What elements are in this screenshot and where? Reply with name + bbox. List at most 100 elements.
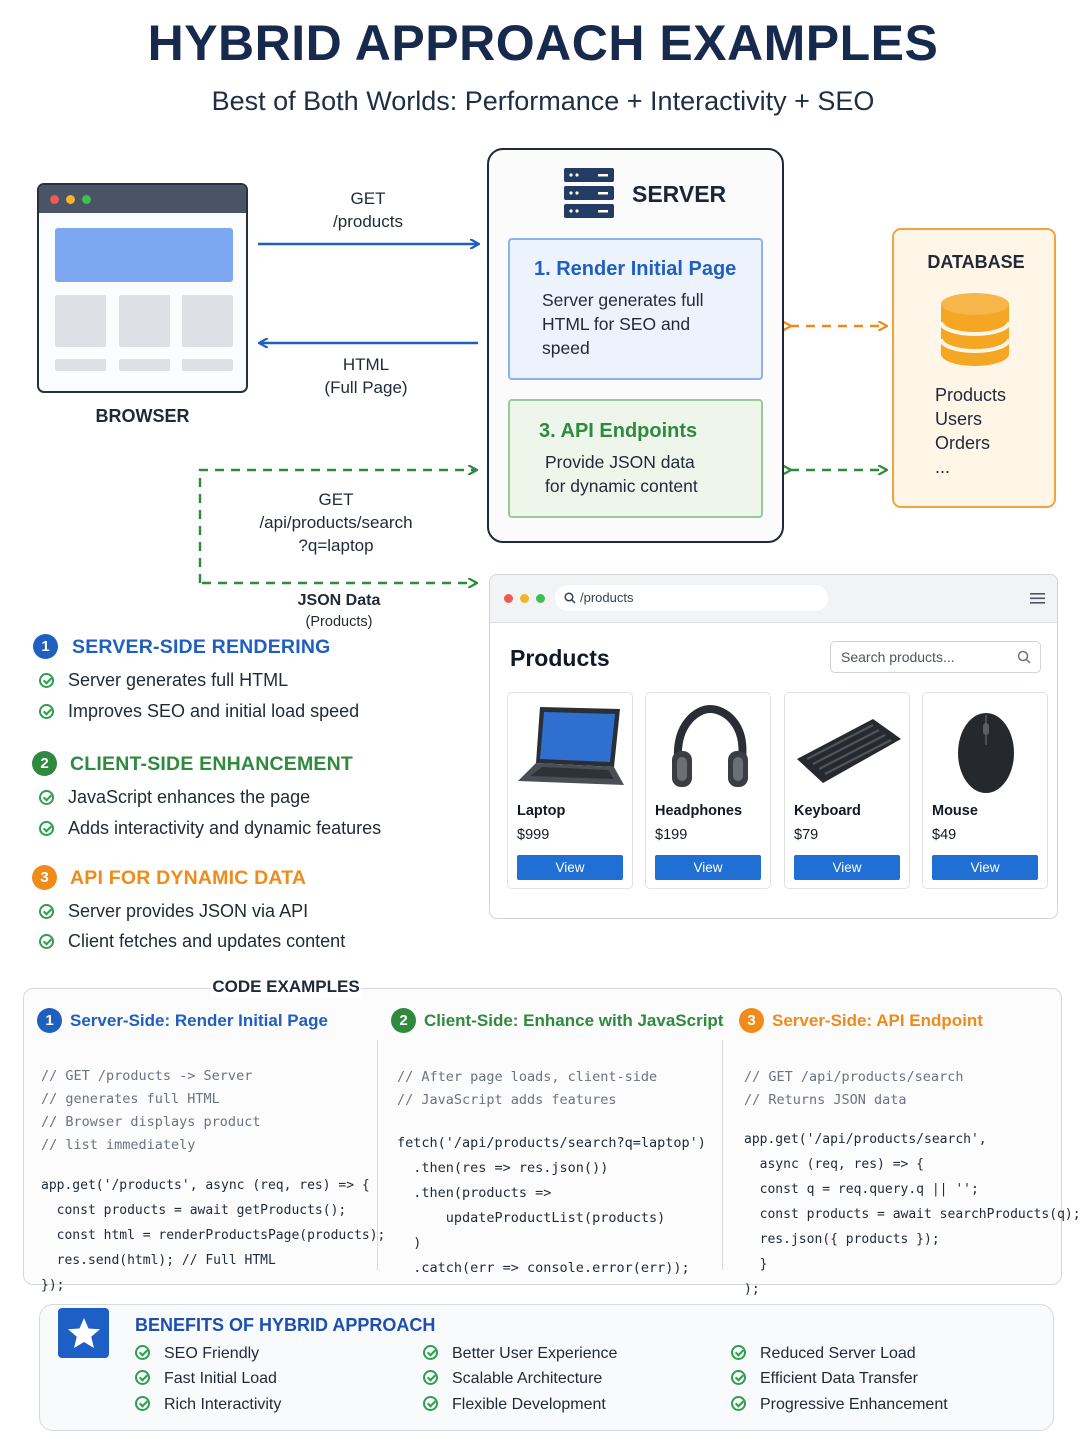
benefit-text: Fast Initial Load (164, 1370, 277, 1387)
section-1-badge: 1 (33, 634, 58, 659)
code-line: const q = req.query.q || ''; (744, 1182, 979, 1197)
code-divider (377, 1040, 378, 1270)
menu-icon[interactable] (1030, 592, 1046, 605)
server-title: SERVER (632, 181, 727, 207)
code-col-2-badge: 2 (391, 1008, 416, 1033)
view-button[interactable]: View (655, 855, 761, 880)
code-line: const html = renderProductsPage(products… (41, 1228, 386, 1243)
section-2-badge: 2 (32, 751, 57, 776)
address-bar[interactable]: /products (555, 585, 828, 611)
benefit-text: Reduced Server Load (760, 1345, 916, 1362)
product-name: Mouse (932, 803, 978, 819)
code-line: fetch('/api/products/search?q=laptop') (397, 1135, 706, 1151)
card-line: HTML for SEO and (542, 314, 691, 334)
section-item-text: Client fetches and updates content (68, 931, 346, 951)
card-text: Provide JSON data for dynamic content (545, 450, 698, 498)
browser-label: BROWSER (95, 406, 190, 426)
card-line: speed (542, 338, 590, 358)
headphones-icon (672, 704, 748, 787)
code-comment: // GET /api/products/search (744, 1069, 964, 1085)
product-name: Laptop (517, 803, 566, 819)
check-icon (39, 934, 54, 949)
code-comment: // generates full HTML (41, 1091, 220, 1107)
page-subtitle: Best of Both Worlds: Performance + Inter… (211, 86, 875, 116)
label-line: (Products) (305, 614, 373, 630)
code-line: app.get('/products', async (req, res) =>… (41, 1178, 370, 1193)
product-card[interactable]: Laptop $999 View (507, 692, 633, 889)
code-block-2: fetch('/api/products/search?q=laptop') .… (397, 1106, 706, 1306)
benefits-panel (39, 1304, 1054, 1431)
benefits-title: BENEFITS OF HYBRID APPROACH (135, 1315, 436, 1335)
label-line: HTML (342, 355, 390, 374)
section-1-title: SERVER-SIDE RENDERING (72, 636, 331, 658)
product-card[interactable]: Mouse $49 View (922, 692, 1048, 889)
code-block-1: app.get('/products', async (req, res) =>… (41, 1148, 385, 1323)
mouse-icon (958, 713, 1014, 793)
product-card[interactable]: Headphones $199 View (645, 692, 771, 889)
section-item: Server provides JSON via API (39, 901, 308, 922)
search-input[interactable]: Search products... (830, 641, 1041, 673)
code-block-1-comments: // GET /products -> Server// generates f… (41, 1042, 260, 1180)
address-text: /products (580, 590, 634, 605)
products-heading: Products (510, 645, 610, 671)
code-line: .then(res => res.json()) (397, 1160, 609, 1176)
benefit-item: Reduced Server Load (731, 1345, 916, 1363)
label-line: ?q=laptop (298, 536, 374, 555)
browser-illustration (37, 183, 248, 393)
code-col-1-title: Server-Side: Render Initial Page (70, 1011, 328, 1030)
star-badge (58, 1308, 109, 1358)
laptop-icon (518, 707, 624, 785)
benefit-text: Rich Interactivity (164, 1396, 282, 1413)
close-dot[interactable] (504, 594, 513, 603)
code-col-3-badge: 3 (739, 1008, 764, 1033)
section-2-title: CLIENT-SIDE ENHANCEMENT (70, 753, 354, 775)
database-box (892, 228, 1056, 508)
benefit-text: Flexible Development (452, 1396, 606, 1413)
view-button[interactable]: View (794, 855, 900, 880)
section-item-text: Server provides JSON via API (68, 901, 309, 921)
benefit-text: Scalable Architecture (452, 1370, 603, 1387)
product-price: $79 (794, 827, 819, 843)
check-icon (731, 1370, 746, 1385)
code-line: app.get('/api/products/search', (744, 1132, 987, 1147)
benefit-item: Efficient Data Transfer (731, 1370, 918, 1388)
section-item: Server generates full HTML (39, 670, 288, 691)
minimize-dot[interactable] (520, 594, 529, 603)
code-comment: // Browser displays product (41, 1114, 261, 1130)
label-line: (Full Page) (324, 378, 408, 397)
product-price: $999 (517, 827, 550, 843)
view-button[interactable]: View (932, 855, 1038, 880)
code-line: updateProductList(products) (397, 1210, 666, 1226)
code-divider (722, 1040, 723, 1270)
benefit-item: Better User Experience (423, 1345, 617, 1363)
browser-line (55, 359, 106, 371)
maximize-dot (82, 195, 91, 204)
check-icon (731, 1396, 746, 1411)
check-icon (39, 790, 54, 805)
code-line: async (req, res) => { (744, 1157, 925, 1172)
code-comment: // JavaScript adds features (397, 1092, 617, 1108)
section-item: Adds interactivity and dynamic features (39, 818, 381, 839)
view-button[interactable]: View (517, 855, 623, 880)
check-icon (135, 1345, 150, 1360)
code-line: ); (744, 1282, 760, 1297)
benefit-item: Flexible Development (423, 1396, 606, 1414)
database-title: DATABASE (927, 252, 1025, 272)
search-icon (564, 592, 576, 604)
browser-tile (182, 295, 233, 347)
maximize-dot[interactable] (536, 594, 545, 603)
product-name: Keyboard (794, 803, 861, 819)
database-icon (939, 293, 1011, 366)
card-title: 1. Render Initial Page (534, 258, 737, 280)
code-col-3-title: Server-Side: API Endpoint (772, 1011, 983, 1030)
check-icon (39, 904, 54, 919)
label-line: /api/products/search (259, 513, 413, 532)
product-card[interactable]: Keyboard $79 View (784, 692, 910, 889)
code-col-2-title: Client-Side: Enhance with JavaScript (424, 1011, 724, 1030)
check-icon (423, 1370, 438, 1385)
label-line: GET (318, 490, 354, 509)
benefit-text: SEO Friendly (164, 1345, 260, 1362)
json-response-label: JSON Data (Products) (259, 589, 419, 632)
db-item: Products (935, 385, 1007, 405)
